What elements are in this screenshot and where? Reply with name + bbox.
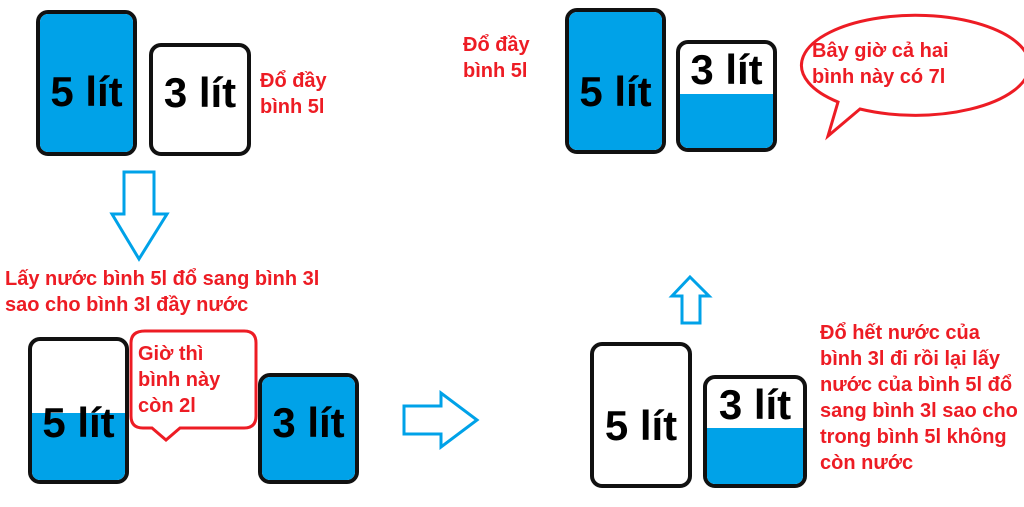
step3-note: Đổ hết nước của bình 3l đi rồi lại lấy n…: [820, 322, 1018, 474]
arrow-right-icon: [402, 390, 480, 450]
jar-3l-step3: 3 lít: [703, 375, 807, 488]
water-fill: [40, 14, 133, 152]
jar-5l-step3: 5 lít: [590, 342, 692, 488]
jar-label: 5 lít: [604, 402, 678, 449]
speech-bubble-step2: [129, 329, 258, 442]
arrow-down-icon: [109, 170, 170, 262]
jar-label: 3 lít: [272, 399, 345, 446]
step2-bubble-text: Giờ thì bình này còn 2l: [138, 343, 221, 417]
jar-5l-step2: 5 lít: [28, 337, 129, 484]
water-fill: [32, 413, 125, 480]
speech-bubble-step4: [800, 13, 1024, 141]
jar-5l-step1: 5 lít: [36, 10, 137, 156]
jar-label: 3 lít: [718, 381, 792, 428]
jar-5l-step4: 5 lít: [565, 8, 666, 154]
step4-bubble-text: Bây giờ cả hai bình này có 7l: [812, 40, 949, 88]
arrow-up-icon: [668, 274, 713, 325]
water-fill: [569, 12, 662, 150]
jar-label: 5 lít: [42, 399, 115, 446]
jar-3l-step2: 3 lít: [258, 373, 359, 484]
water-fill: [707, 428, 803, 484]
jar-label: 5 lít: [50, 68, 123, 115]
jar-label: 3 lít: [163, 69, 237, 116]
water-fill: [680, 93, 773, 148]
jar-3l-step1: 3 lít: [149, 43, 251, 156]
step4-note: Đổ đầy bình 5l: [463, 34, 530, 82]
water-fill: [262, 377, 355, 480]
step1-note: Đổ đầy bình 5l: [260, 70, 327, 118]
step2-caption: Lấy nước bình 5l đổ sang bình 3l sao cho…: [5, 268, 320, 316]
jar-label: 5 lít: [579, 68, 652, 115]
jar-3l-step4: 3 lít: [676, 40, 777, 152]
jar-label: 3 lít: [690, 46, 763, 93]
